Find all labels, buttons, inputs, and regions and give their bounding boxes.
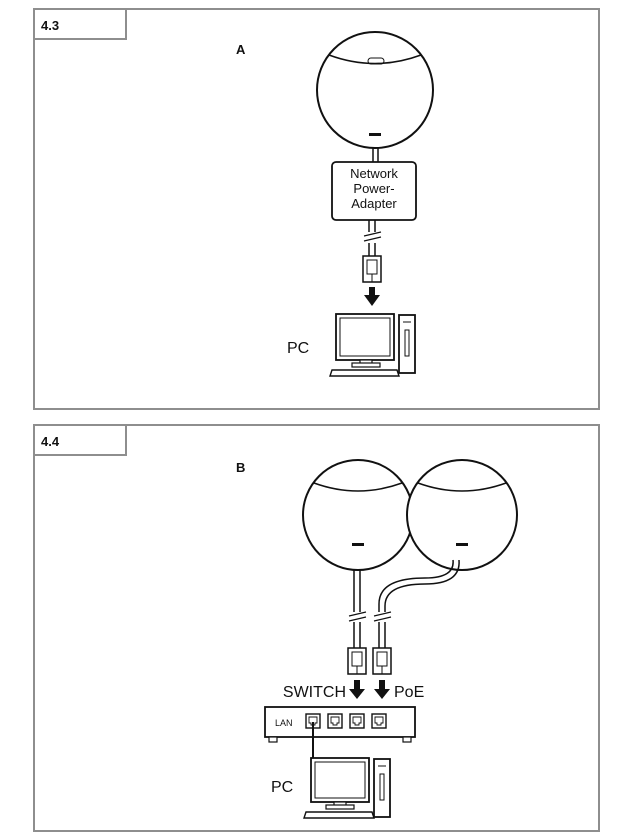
arrow-down-icon [349,680,365,699]
network-cable [348,570,367,648]
rj45-plug-icon [372,647,392,675]
diagram-b: SWITCH PoE LAN PC [264,459,518,819]
pc-computer-icon [303,757,391,819]
rj45-plug-icon [362,255,382,283]
adapter-label-line-2: Power- [353,181,394,196]
diagram-a: Network Power- Adapter PC [287,31,434,377]
switch-label: SWITCH [283,684,346,701]
ethernet-port-icon [327,713,343,729]
pc-computer-icon [329,313,416,377]
figure-number-tab: 4.4 [35,426,127,456]
poe-label: PoE [394,684,424,701]
pc-label: PC [271,779,293,796]
figure-letter: A [236,42,246,57]
rj45-plug-icon [347,647,367,675]
figure-panel-4-4: 4.4 B [33,424,600,832]
network-cable [373,559,460,648]
lan-label: LAN [275,718,293,728]
figure-number-tab: 4.3 [35,10,127,40]
adapter-label-line-3: Adapter [351,196,397,211]
ethernet-port-icon [349,713,365,729]
power-adapter-box: Network Power- Adapter [331,161,417,221]
pc-label: PC [287,340,309,357]
speaker-icon [316,31,434,149]
figure-letter: B [236,460,246,475]
speaker-icon [302,459,414,571]
arrow-down-icon [364,287,380,306]
arrow-down-icon [374,680,390,699]
ethernet-port-icon [371,713,387,729]
adapter-label-line-1: Network [350,166,398,181]
speaker-icon [406,459,518,571]
network-cable [363,220,382,256]
figure-panel-4-3: 4.3 A Network Power- Adapter [33,8,600,410]
